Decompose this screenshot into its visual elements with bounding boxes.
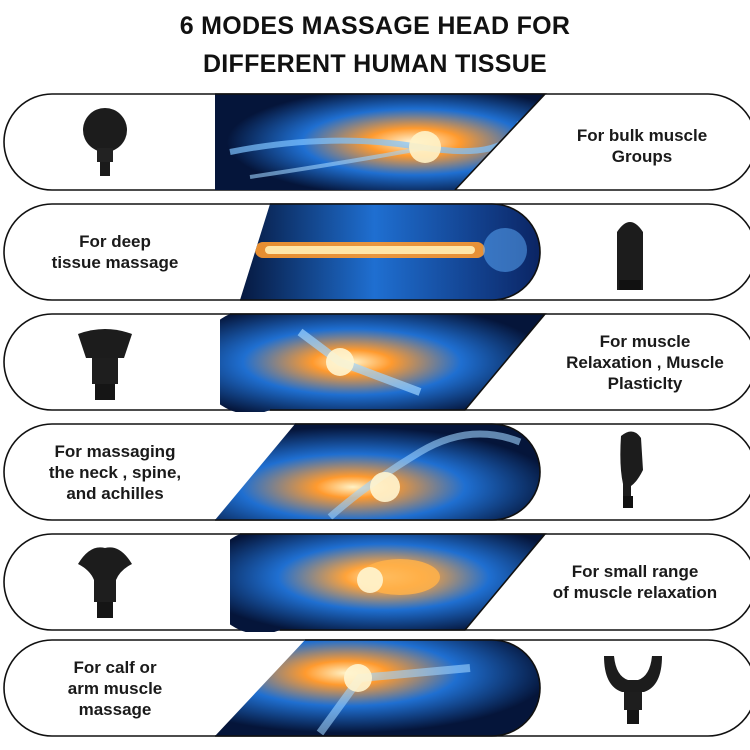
spine-xray-icon xyxy=(240,204,540,300)
bullet-head-icon xyxy=(617,222,643,290)
knee-joint-xray-icon xyxy=(215,424,540,520)
row-1-label: For bulk muscle Groups xyxy=(576,126,708,166)
mode-row-5: For small range of muscle relaxation xyxy=(0,532,750,632)
row-5-label: For small range of muscle relaxation xyxy=(552,562,718,602)
mode-row-1: For bulk muscle Groups xyxy=(0,92,750,192)
row-2-label: For deep tissue massage xyxy=(51,232,179,272)
row-5-frame xyxy=(3,533,750,632)
row-3-label: For muscle Relaxation , Muscle Plasticlt… xyxy=(566,332,724,393)
row-1-frame xyxy=(3,93,750,191)
page-title-line-2: DIFFERENT HUMAN TISSUE xyxy=(202,50,548,78)
row-4-label: For massaging the neck , spine, and achi… xyxy=(48,442,182,503)
mode-row-2: For deep tissue massage xyxy=(0,202,750,302)
mode-row-6: For calf or arm muscle massage xyxy=(0,638,750,738)
fork-head-icon xyxy=(604,656,662,724)
cushion-head-icon xyxy=(78,547,132,618)
row-6-label: For calf or arm muscle massage xyxy=(67,658,163,719)
mode-row-4: For massaging the neck , spine, and achi… xyxy=(0,422,750,522)
page-title-line-1: 6 MODES MASSAGE HEAD FOR xyxy=(179,12,571,40)
curved-head-icon xyxy=(620,431,643,508)
ball-head-icon xyxy=(83,108,127,176)
row-4-frame xyxy=(3,423,750,521)
row-2-frame xyxy=(3,203,750,301)
row-3-frame xyxy=(3,313,750,412)
flat-head-icon xyxy=(78,329,132,400)
mode-row-3: For muscle Relaxation , Muscle Plasticlt… xyxy=(0,312,750,412)
row-6-frame xyxy=(3,639,750,737)
